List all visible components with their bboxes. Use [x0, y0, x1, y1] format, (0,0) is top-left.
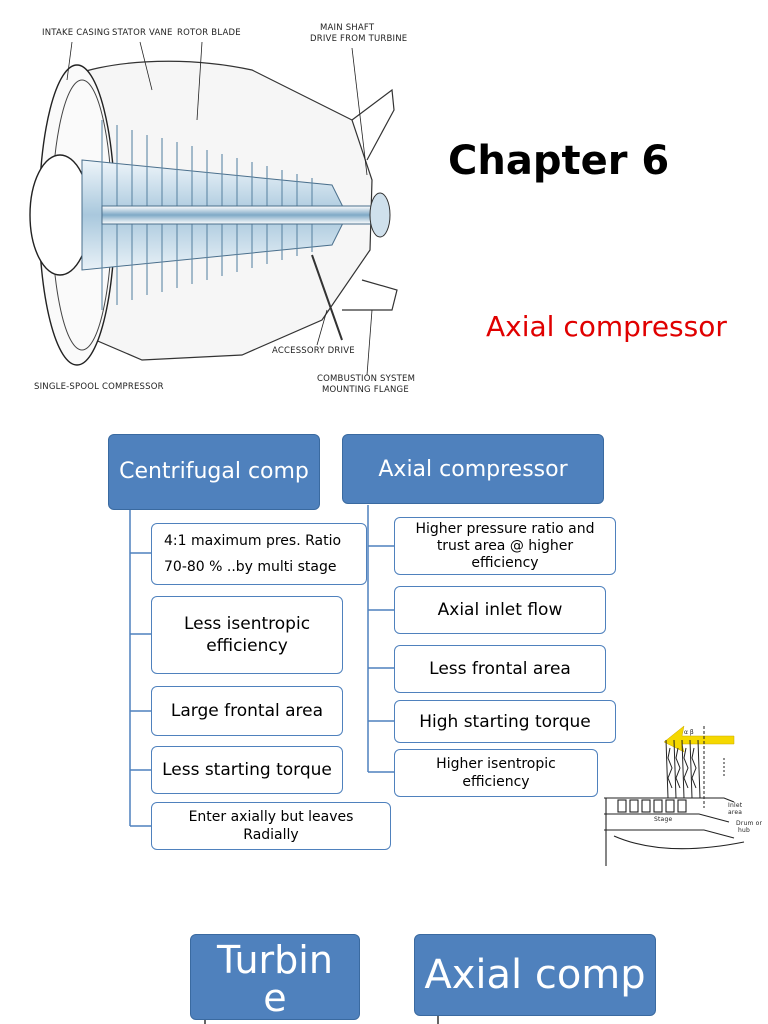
label-rotor-blade: ROTOR BLADE — [177, 28, 241, 38]
axial-item-starting-torque: High starting torque — [394, 700, 616, 743]
engine-cutaway-drawing — [29, 41, 398, 376]
centrifugal-item-flow-direction: Enter axially but leaves Radially — [151, 802, 391, 850]
svg-text:α β: α β — [684, 729, 694, 736]
label-drum-or: Drum or — [736, 820, 763, 827]
label-stage: Stage — [654, 816, 673, 823]
flow-arrow-icon — [663, 725, 735, 753]
label-main-shaft: MAIN SHAFT — [320, 23, 375, 33]
chapter-subtitle: Axial compressor — [486, 310, 727, 343]
axial-item-pressure-ratio: Higher pressure ratio and trust area @ h… — [394, 517, 616, 575]
compressor-stage-diagram: α β Inlet area Stage Drum or hub — [604, 718, 764, 868]
label-inlet: Inlet — [728, 802, 743, 809]
centrifugal-item-pressure-ratio-line2: 70-80 % ..by multi stage — [164, 559, 337, 575]
axial-item-frontal-area: Less frontal area — [394, 645, 606, 693]
compressor-stage-drawing: α β — [604, 725, 745, 866]
label-accessory-drive: ACCESSORY DRIVE — [272, 346, 355, 356]
centrifugal-comp-header: Centrifugal comp — [108, 434, 320, 510]
turbine-box: Turbin e — [190, 934, 360, 1020]
turbine-box-line2: e — [263, 976, 287, 1020]
centrifugal-item-pressure-ratio-line1: 4:1 maximum pres. Ratio — [164, 533, 342, 549]
label-combustion-system: COMBUSTION SYSTEM — [317, 374, 416, 384]
label-single-spool-compressor: SINGLE-SPOOL COMPRESSOR — [34, 382, 164, 392]
axial-compressor-header: Axial compressor — [342, 434, 604, 504]
engine-cutaway-image: INTAKE CASING STATOR VANE ROTOR BLADE MA… — [22, 10, 415, 400]
chapter-title: Chapter 6 — [448, 138, 670, 184]
label-area: area — [728, 809, 743, 816]
label-hub: hub — [738, 827, 751, 834]
centrifugal-item-isentropic: Less isentropic efficiency — [151, 596, 343, 674]
label-mounting-flange: MOUNTING FLANGE — [322, 385, 409, 395]
axial-item-inlet-flow: Axial inlet flow — [394, 586, 606, 634]
centrifugal-item-pressure-ratio: 4:1 maximum pres. Ratio 70-80 % ..by mul… — [151, 523, 367, 585]
axial-item-isentropic: Higher isentropic efficiency — [394, 749, 598, 797]
label-intake-casing: INTAKE CASING — [42, 28, 111, 38]
turbine-box-line1: Turbin — [217, 938, 333, 982]
centrifugal-item-starting-torque: Less starting torque — [151, 746, 343, 794]
label-stator-vane: STATOR VANE — [112, 28, 173, 38]
label-drive-from-turbine: DRIVE FROM TURBINE — [310, 34, 408, 44]
axial-comp-box: Axial comp — [414, 934, 656, 1016]
centrifugal-item-frontal-area: Large frontal area — [151, 686, 343, 736]
